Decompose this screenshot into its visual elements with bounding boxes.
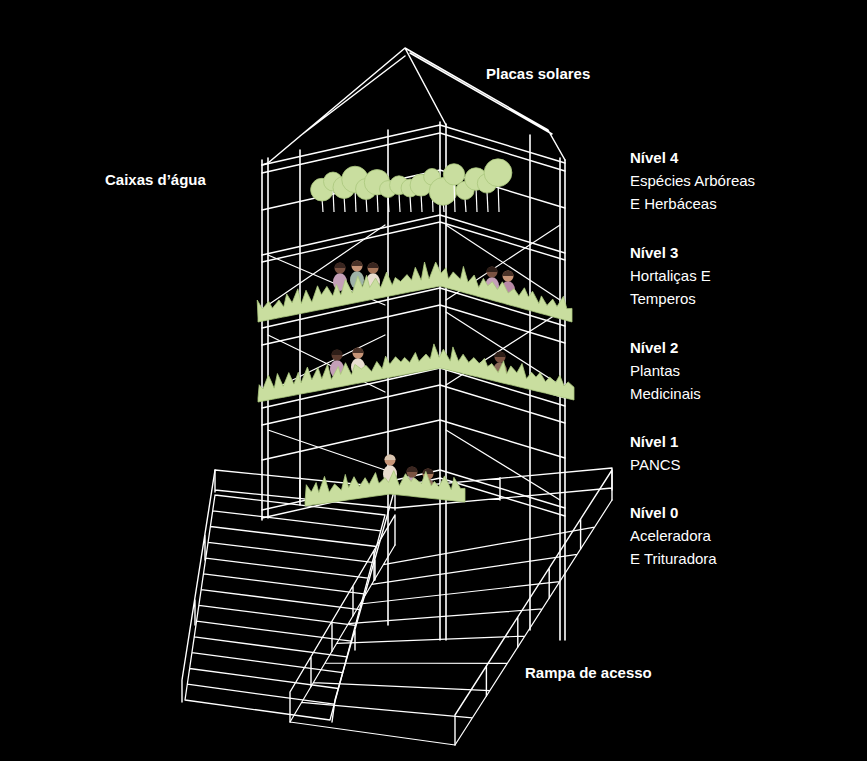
- level-heading: Nível 4: [628, 146, 680, 169]
- person-hair: [385, 455, 396, 460]
- level-heading: Caixas d’água: [103, 168, 208, 191]
- label-holder: Placas solares: [484, 62, 592, 85]
- level-heading: Placas solares: [484, 62, 592, 85]
- label-holder: Nível 3: [628, 241, 680, 264]
- label-holder: Nível 2: [628, 336, 680, 359]
- level-heading: Nível 2: [628, 336, 680, 359]
- person-hair: [332, 350, 343, 356]
- person-hair: [407, 467, 418, 473]
- tree-trunk: [454, 182, 455, 212]
- label-holder: Espécies Arbóreas E Herbáceas: [628, 169, 759, 215]
- person-head: [407, 467, 418, 478]
- level-description: PANCS: [628, 453, 683, 476]
- level-description: Plantas Medicinais: [628, 359, 704, 405]
- ramp-surface: [290, 500, 612, 745]
- person-head: [385, 455, 396, 466]
- tree-trunk: [410, 196, 411, 212]
- label-holder: Rampa de acesso: [523, 661, 654, 684]
- tree-trunk: [487, 191, 488, 212]
- person-head: [332, 350, 343, 361]
- ramp-rail: [290, 470, 612, 745]
- level-description: Espécies Arbóreas E Herbáceas: [628, 169, 759, 215]
- person-head: [503, 271, 514, 282]
- stair-handrail: [182, 470, 395, 722]
- person-hair: [368, 263, 379, 268]
- plant-bed: [258, 344, 574, 402]
- label-holder: Nível 4: [628, 146, 680, 169]
- tree-trunk: [333, 190, 334, 212]
- level-heading: Rampa de acesso: [523, 661, 654, 684]
- tree-trunk: [465, 198, 466, 212]
- person-head: [353, 348, 364, 359]
- scaffold-beam: [262, 125, 565, 518]
- tree-trunk: [399, 193, 400, 212]
- label-holder: Nível 0: [628, 501, 680, 524]
- tree-crown: [484, 159, 512, 187]
- person-hair: [487, 267, 498, 273]
- level-heading: Nível 0: [628, 501, 680, 524]
- tree-canopy: [311, 159, 512, 212]
- person-hair: [503, 271, 514, 277]
- label-holder: Hortaliças E Temperos: [628, 264, 713, 310]
- label-holder: Plantas Medicinais: [628, 359, 704, 405]
- person-head: [352, 261, 363, 272]
- plant-bed: [305, 471, 465, 506]
- person-hair: [353, 348, 364, 353]
- person-hair: [495, 352, 506, 357]
- label-holder: Caixas d’água: [103, 168, 208, 191]
- person-hair: [352, 261, 363, 267]
- stair-steps: [185, 495, 385, 720]
- label-holder: Aceleradora E Trituradora: [628, 524, 720, 570]
- person-hair: [335, 263, 346, 268]
- level-heading: Nível 1: [628, 430, 680, 453]
- person-head: [335, 263, 346, 274]
- person-head: [487, 267, 498, 278]
- person-hair: [423, 469, 434, 474]
- level-description: Aceleradora E Trituradora: [628, 524, 720, 570]
- person-head: [368, 263, 379, 274]
- tree-trunk: [476, 187, 477, 212]
- label-holder: Nível 1: [628, 430, 680, 453]
- level-description: Hortaliças E Temperos: [628, 264, 713, 310]
- tree-trunk: [388, 197, 389, 212]
- plant-bed: [257, 262, 572, 322]
- level-heading: Nível 3: [628, 241, 680, 264]
- label-holder: PANCS: [628, 453, 683, 476]
